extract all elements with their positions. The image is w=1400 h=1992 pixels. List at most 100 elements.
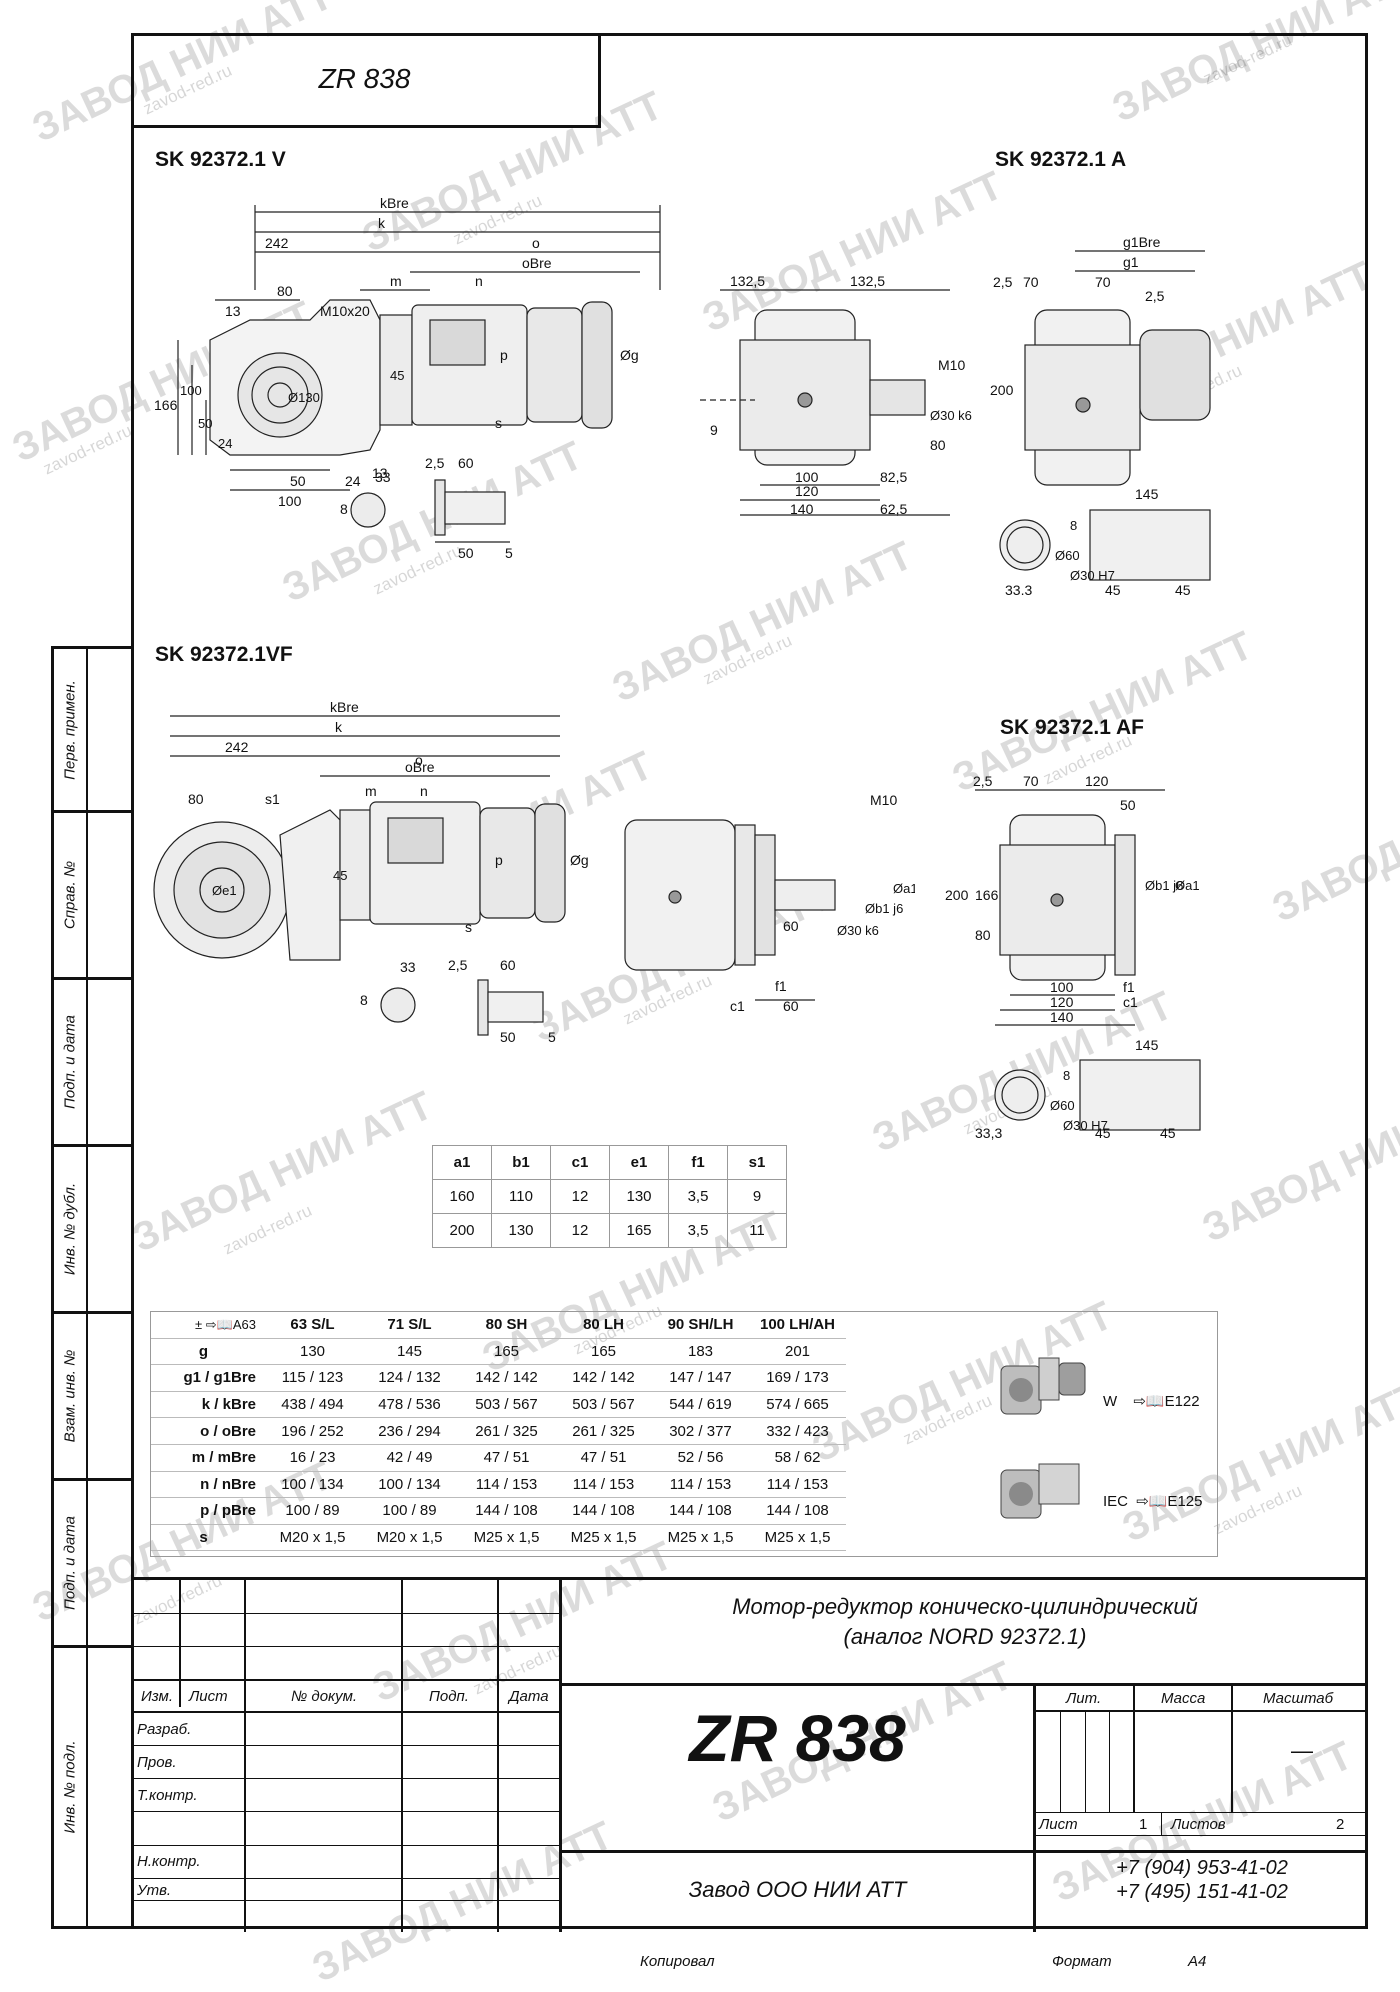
dim-label: m bbox=[365, 783, 377, 799]
drawing-af: 2,5 70 120 50 200 166 80 Øb1 j6 Øa1 100 … bbox=[945, 773, 1201, 1140]
ref-link[interactable]: ⇨📖E122 bbox=[1133, 1393, 1200, 1410]
table-header: f1 bbox=[668, 1145, 728, 1180]
title-block: Мотор-редуктор коническо-цилиндрический … bbox=[131, 1577, 1368, 1932]
table-cell: 52 / 56 bbox=[652, 1444, 749, 1472]
table-header: 90 SH/LH bbox=[652, 1312, 749, 1339]
dim-label: 45 bbox=[1160, 1125, 1176, 1140]
dim-label: 24 bbox=[218, 436, 232, 451]
table-cell: 438 / 494 bbox=[264, 1391, 361, 1419]
dim-label: 140 bbox=[790, 501, 814, 517]
dim-label: Ø60 bbox=[1055, 548, 1080, 563]
table-cell: 114 / 153 bbox=[652, 1471, 749, 1499]
dim-label: 60 bbox=[500, 957, 516, 973]
dim-label: c1 bbox=[1123, 994, 1138, 1010]
sidebar-cell: Подп. и дата bbox=[51, 977, 134, 1147]
sheets-value: 2 bbox=[1336, 1816, 1345, 1833]
dim-label: 166 bbox=[154, 397, 178, 413]
row-label: k / kBre bbox=[151, 1391, 264, 1419]
table-cell: 12 bbox=[550, 1213, 610, 1248]
motor-iec-image bbox=[1000, 1463, 1080, 1519]
table-cell: 100 / 89 bbox=[361, 1497, 458, 1525]
role-label: Пров. bbox=[137, 1754, 177, 1771]
dim-label: Øa1 bbox=[1175, 878, 1200, 893]
dim-label: 50 bbox=[198, 416, 212, 431]
table-cell: M20 x 1,5 bbox=[264, 1524, 361, 1552]
dim-label: 242 bbox=[225, 739, 249, 755]
sidebar-cell: Инв. № подл. bbox=[51, 1645, 134, 1929]
table-cell: 12 bbox=[550, 1179, 610, 1214]
dim-label: 2,5 bbox=[993, 274, 1013, 290]
view-title-a: SK 92372.1 A bbox=[995, 148, 1127, 171]
sheet-value: 1 bbox=[1139, 1816, 1148, 1833]
dim-label: 5 bbox=[548, 1029, 556, 1045]
dim-label: 8 bbox=[1070, 518, 1077, 533]
dim-label: o bbox=[532, 235, 540, 251]
dim-label: 45 bbox=[390, 368, 404, 383]
table-cell: 130 bbox=[609, 1179, 669, 1214]
col-header: Лист bbox=[189, 1688, 228, 1705]
table-row: g1 / g1Bre 115 / 123 124 / 132 142 / 142… bbox=[151, 1364, 846, 1392]
table-cell: 503 / 567 bbox=[458, 1391, 555, 1419]
table-cell: 544 / 619 bbox=[652, 1391, 749, 1419]
drawing-v-side: 132,5 132,5 M10 9 Ø30 k6 80 100 82,5 120… bbox=[700, 273, 972, 517]
table-cell: 124 / 132 bbox=[361, 1364, 458, 1392]
dim-label: 24 bbox=[345, 473, 361, 489]
dim-label: 60 bbox=[783, 918, 799, 934]
table-cell: 114 / 153 bbox=[749, 1471, 846, 1499]
sidebar-label: Инв. № подл. bbox=[61, 1740, 79, 1834]
table-cell: 169 / 173 bbox=[749, 1364, 846, 1392]
table-header: e1 bbox=[609, 1145, 669, 1180]
dim-label: 120 bbox=[1085, 773, 1109, 789]
table-row: g 130 145 165 165 183 201 bbox=[151, 1338, 846, 1366]
role-label: Н.контр. bbox=[137, 1853, 201, 1870]
table-cell: 183 bbox=[652, 1338, 749, 1366]
dim-label: n bbox=[475, 273, 483, 289]
dim-label: 33 bbox=[400, 959, 416, 975]
ref-iec: IEC ⇨📖E125 bbox=[1103, 1492, 1202, 1510]
col-header: Дата bbox=[509, 1688, 549, 1705]
dim-label: 5 bbox=[505, 545, 513, 561]
dim-label: 100 bbox=[795, 469, 819, 485]
table-cell: M25 x 1,5 bbox=[458, 1524, 555, 1552]
copied-label: Копировал bbox=[640, 1953, 715, 1970]
dim-label: 45 bbox=[1175, 582, 1191, 595]
dim-label: 33 bbox=[375, 469, 391, 485]
table-cell: 332 / 423 bbox=[749, 1417, 846, 1445]
table-cell: 165 bbox=[555, 1338, 652, 1366]
dim-label: 13 bbox=[225, 303, 241, 319]
dim-label: 2,5 bbox=[1145, 288, 1165, 304]
dim-label: Øb1 j6 bbox=[1145, 878, 1183, 893]
dim-label: c1 bbox=[730, 998, 745, 1014]
drawing-vf-side: M10 60 Ø30 k6 Øb1 j6 Øa1 f1 c1 60 bbox=[624, 792, 915, 1014]
role-label: Т.контр. bbox=[137, 1787, 198, 1804]
table-cell: 58 / 62 bbox=[749, 1444, 846, 1472]
ref-link[interactable]: ⇨📖E125 bbox=[1136, 1493, 1203, 1510]
dim-label: Øa1 bbox=[893, 881, 915, 896]
scale-label: Масштаб bbox=[1263, 1690, 1334, 1707]
table-cell: 574 / 665 bbox=[749, 1391, 846, 1419]
dim-label: 82,5 bbox=[880, 469, 907, 485]
scale-value: — bbox=[1291, 1738, 1313, 1763]
dim-label: 60 bbox=[783, 998, 799, 1014]
sidebar-label: Подп. и дата bbox=[61, 1516, 79, 1610]
sidebar-cell: Взам. инв. № bbox=[51, 1311, 134, 1481]
row-label: g1 / g1Bre bbox=[151, 1364, 264, 1392]
format-label: Формат bbox=[1052, 1953, 1112, 1970]
mass-label: Масса bbox=[1161, 1690, 1206, 1707]
row-label: g bbox=[151, 1338, 264, 1366]
table-cell: 144 / 108 bbox=[652, 1497, 749, 1525]
dim-label: 145 bbox=[1135, 1037, 1159, 1053]
dim-label: 242 bbox=[265, 235, 289, 251]
row-label: o / oBre bbox=[151, 1417, 264, 1445]
dim-label: 8 bbox=[360, 992, 368, 1008]
table-header: 80 LH bbox=[555, 1312, 652, 1339]
phone-2: +7 (495) 151-41-02 bbox=[1116, 1881, 1288, 1903]
sidebar-cell: Справ. № bbox=[51, 810, 134, 980]
table-row: n / nBre 100 / 134 100 / 134 114 / 153 1… bbox=[151, 1471, 846, 1499]
dim-label: s1 bbox=[265, 791, 280, 807]
dim-label: k bbox=[378, 215, 386, 231]
table-corner: ± ⇨📖A63 bbox=[151, 1312, 264, 1339]
sidebar-cell: Инв. № дубл. bbox=[51, 1144, 134, 1314]
dim-label: 2,5 bbox=[973, 773, 993, 789]
dim-label: 33,3 bbox=[975, 1125, 1002, 1140]
